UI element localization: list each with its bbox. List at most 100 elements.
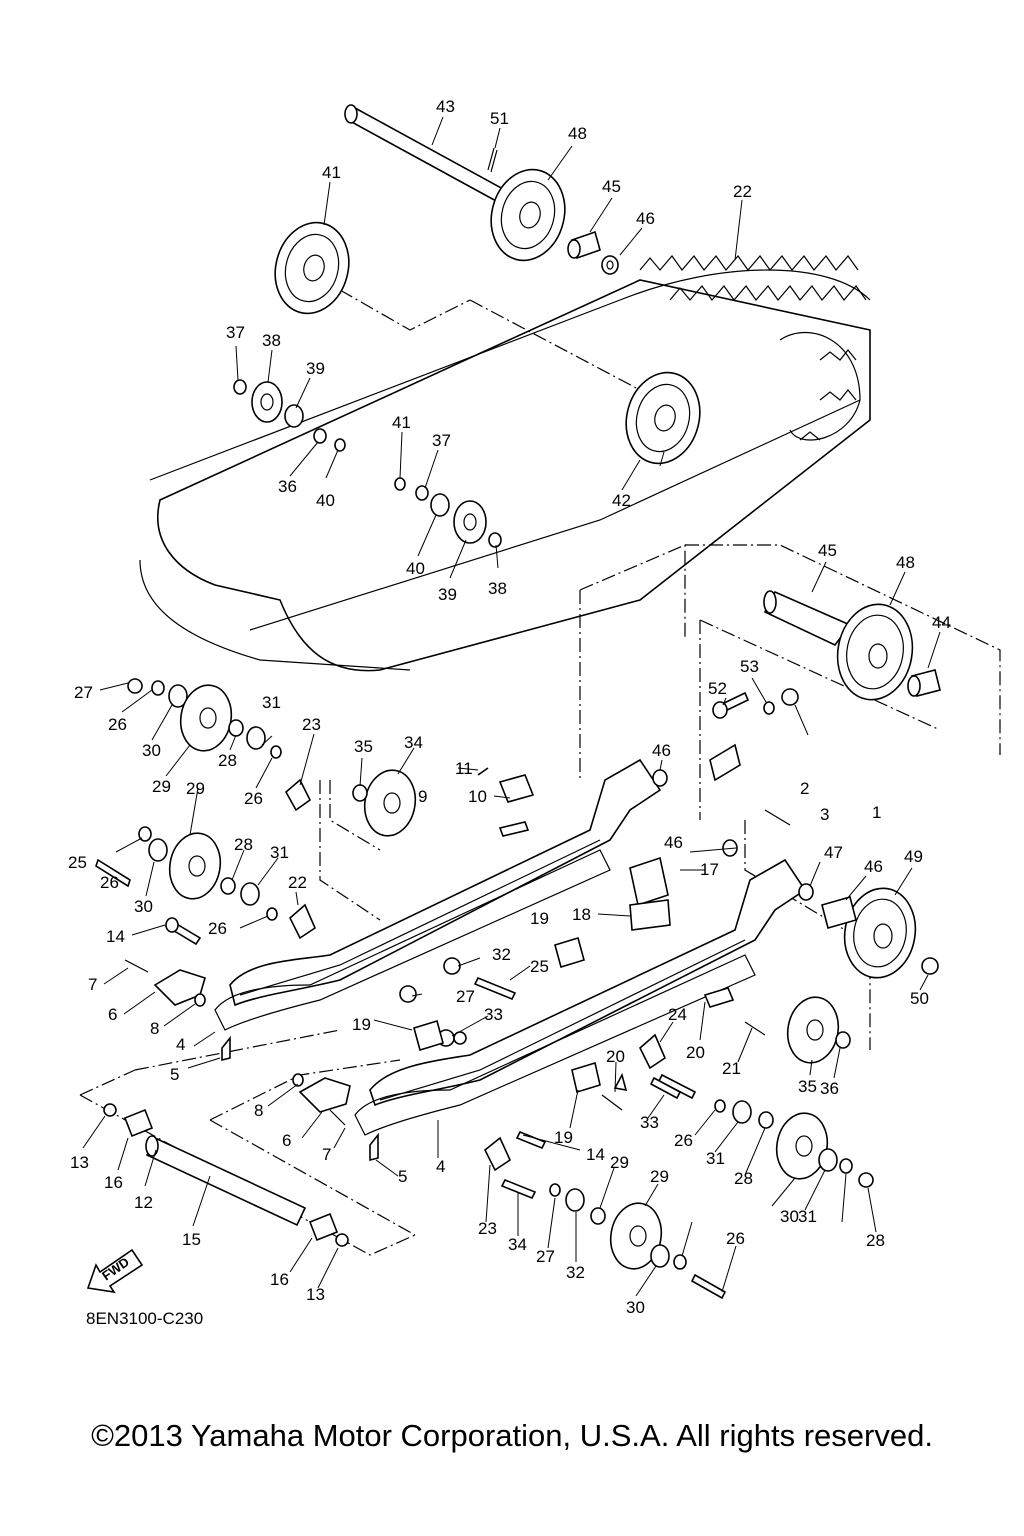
callout-42: 43 — [436, 97, 455, 116]
callout-15: 15 — [182, 1230, 201, 1249]
callout-40: 40 — [316, 491, 335, 510]
callout-18: 18 — [572, 905, 591, 924]
callout-28: 28 — [734, 1169, 753, 1188]
callout-29: 29 — [650, 1167, 669, 1186]
callout-32: 33 — [484, 1005, 503, 1024]
track-belt — [139, 255, 871, 672]
wheel-group-upper-left — [127, 678, 312, 812]
callout-37: 37 — [226, 323, 245, 342]
callout-7: 7 — [88, 975, 97, 994]
callout-26: 27 — [536, 1247, 555, 1266]
callout-31: 31 — [706, 1149, 725, 1168]
callout-48: 48 — [568, 124, 587, 143]
callout-17: 17 — [700, 860, 719, 879]
callout-39: 40 — [406, 559, 425, 578]
bracket-11-10 — [477, 767, 535, 837]
callout-26: 26 — [108, 715, 127, 734]
copyright-notice: ©2013 Yamaha Motor Corporation, U.S.A. A… — [91, 1418, 933, 1453]
callout-6: 6 — [282, 1131, 291, 1150]
callout-20: 20 — [606, 1047, 625, 1066]
cotter-pin-50 — [487, 147, 498, 173]
callout-22: 22 — [288, 873, 307, 892]
callout-34: 34 — [404, 733, 423, 752]
callout-30: 30 — [134, 897, 153, 916]
callout-38: 39 — [438, 585, 457, 604]
callout-10: 10 — [468, 787, 487, 806]
callout-23: 23 — [302, 715, 321, 734]
callout-28: 29 — [610, 1153, 629, 1172]
callout-43: 44 — [932, 613, 951, 632]
wheel-group-middle-left — [95, 826, 317, 940]
callout-14: 14 — [106, 927, 125, 946]
callout-27: 27 — [456, 987, 475, 1006]
callout-46: 46 — [652, 741, 671, 760]
callout-19: 19 — [530, 909, 549, 928]
rear-axle-42 — [344, 104, 507, 204]
wheel-group-lower-right — [639, 1033, 874, 1188]
callout-39: 39 — [306, 359, 325, 378]
callout-38: 38 — [262, 331, 281, 350]
callout-27: 28 — [866, 1231, 885, 1250]
bolt-5-upper — [221, 1035, 231, 1062]
callout-26: 26 — [674, 1131, 693, 1150]
callout-4: 4 — [176, 1035, 185, 1054]
callout-24: 25 — [530, 957, 549, 976]
callout-leaders — [82, 116, 941, 1297]
callout-35: 35 — [354, 737, 373, 756]
bracket-2-pin-3 — [709, 743, 791, 826]
callout-35: 36 — [820, 1079, 839, 1098]
callout-46: 46 — [636, 209, 655, 228]
callout-16: 16 — [104, 1173, 123, 1192]
callout-29: 29 — [186, 779, 205, 798]
wheel-group-lower-center — [483, 1136, 727, 1300]
callout-14: 14 — [586, 1145, 605, 1164]
callout-26: 26 — [100, 873, 119, 892]
callout-12: 12 — [134, 1193, 153, 1212]
callout-25: 26 — [726, 1229, 745, 1248]
callout-6: 6 — [108, 1005, 117, 1024]
callout-37: 38 — [488, 579, 507, 598]
callout-19: 20 — [686, 1043, 705, 1062]
block-19-lower — [413, 987, 735, 1094]
callout-30: 31 — [798, 1207, 817, 1226]
callout-23: 24 — [668, 1005, 687, 1024]
callout-41: 41 — [322, 163, 341, 182]
callout-13: 13 — [70, 1153, 89, 1172]
callout-48: 49 — [904, 847, 923, 866]
wheel-48-collar-45-right — [652, 769, 939, 979]
collar-43 — [907, 669, 941, 697]
callout-28: 28 — [218, 751, 237, 770]
bolt-14-upper — [164, 917, 202, 946]
callout-29: 29 — [152, 777, 171, 796]
callout-9: 9 — [418, 787, 427, 806]
callout-21: 22 — [733, 182, 752, 201]
callout-31: 31 — [270, 843, 289, 862]
callout-51: 52 — [708, 679, 727, 698]
small-wheel-parts-center — [394, 477, 502, 548]
forward-direction-arrow-icon: FWD — [86, 1248, 144, 1294]
callout-26: 26 — [244, 789, 263, 808]
callout-41: 42 — [612, 491, 631, 510]
callout-31: 31 — [262, 693, 281, 712]
callout-27: 27 — [74, 683, 93, 702]
callout-3: 3 — [820, 805, 829, 824]
wheel-48-top — [490, 168, 566, 262]
wheel-41-left — [274, 221, 350, 315]
slider-6-upper — [124, 959, 206, 1007]
callout-32: 32 — [492, 945, 511, 964]
callout-16: 16 — [270, 1270, 289, 1289]
callout-7: 7 — [322, 1145, 331, 1164]
callout-34: 35 — [798, 1077, 817, 1096]
wheel-47 — [836, 603, 914, 701]
callout-31: 32 — [566, 1263, 585, 1282]
callout-29: 30 — [780, 1207, 799, 1226]
callout-28: 28 — [234, 835, 253, 854]
callout-33: 33 — [640, 1113, 659, 1132]
callout-44: 45 — [818, 541, 837, 560]
bearing-46-top — [601, 255, 619, 275]
block-19-upper — [554, 936, 585, 969]
callout-36: 36 — [278, 477, 297, 496]
callout-46: 47 — [824, 843, 843, 862]
callout-13: 13 — [306, 1285, 325, 1304]
diagram-code: 8EN3100-C230 — [86, 1309, 203, 1328]
